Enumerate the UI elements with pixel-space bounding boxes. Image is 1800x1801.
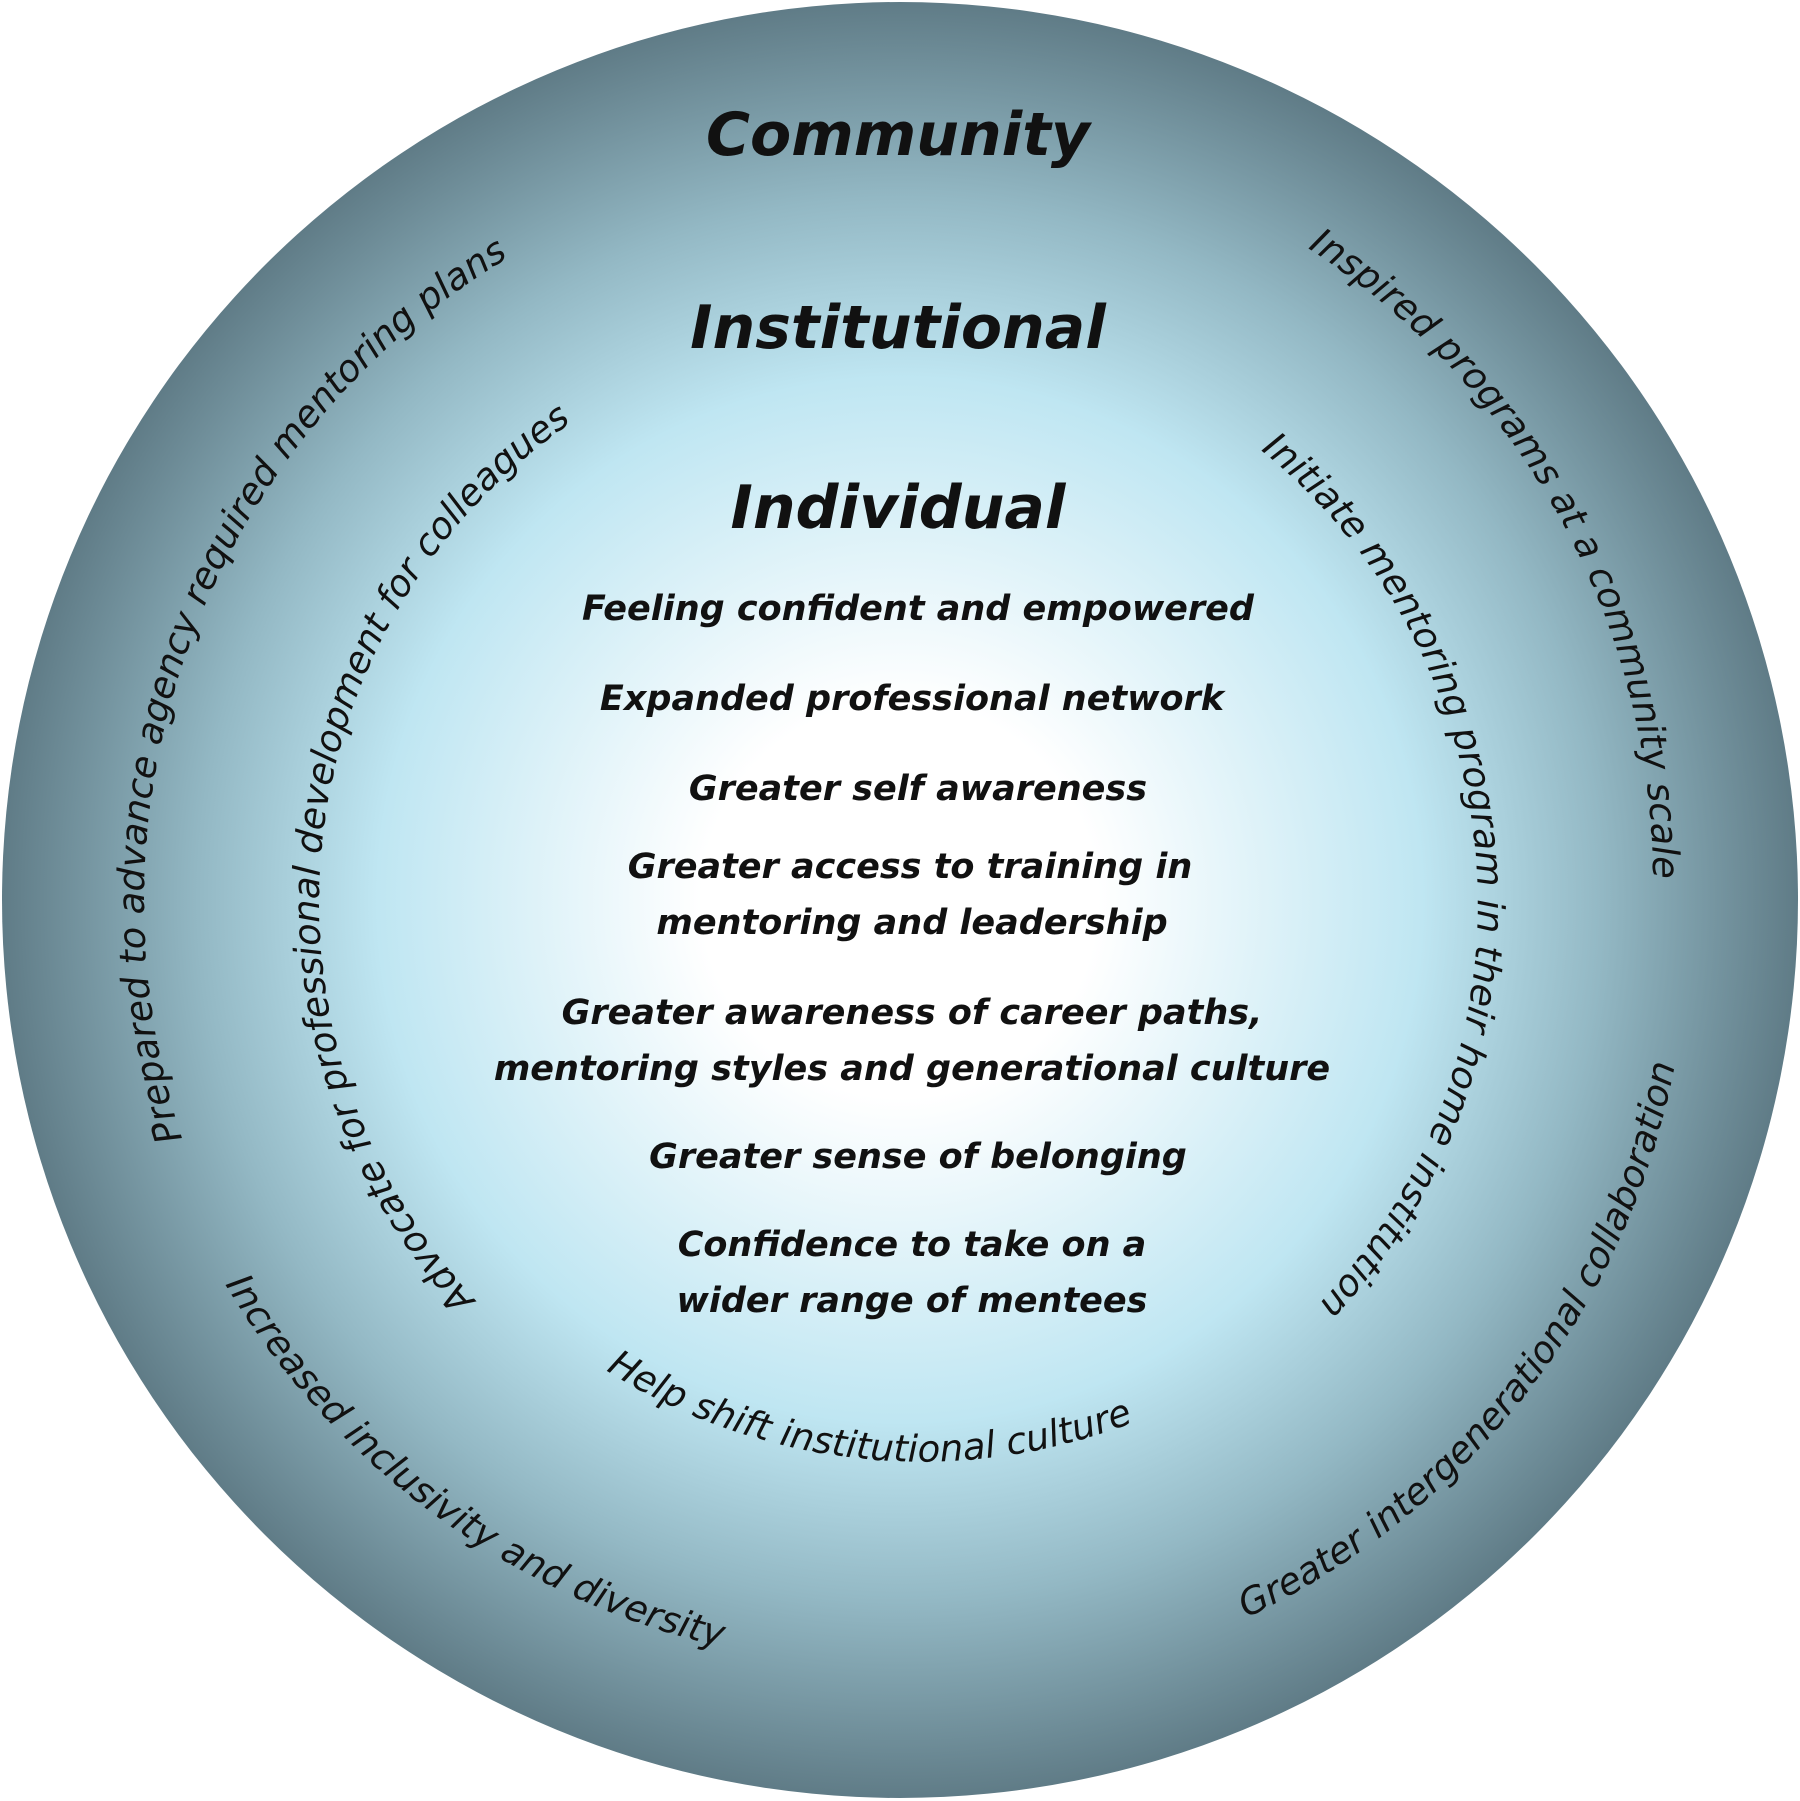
individual-outcome: Confidence to take on a [678, 1225, 1147, 1265]
individual-outcome: mentoring styles and generational cultur… [494, 1049, 1330, 1089]
heading-institutional: Institutional [690, 293, 1107, 363]
individual-outcome: Expanded professional network [600, 679, 1227, 719]
individual-outcome: Greater sense of belonging [649, 1137, 1187, 1177]
heading-community: Community [706, 100, 1093, 170]
individual-outcome: Greater self awareness [689, 769, 1147, 809]
individual-outcome: wider range of mentees [677, 1281, 1148, 1321]
individual-outcome: Greater awareness of career paths, [562, 993, 1263, 1033]
individual-outcome: Feeling confident and empowered [582, 589, 1255, 629]
individual-outcome: mentoring and leadership [656, 903, 1167, 943]
individual-outcome: Greater access to training in [628, 847, 1193, 887]
individual-outcomes-list: Feeling confident and empowered Expanded… [494, 589, 1330, 1321]
heading-individual: Individual [731, 473, 1067, 543]
